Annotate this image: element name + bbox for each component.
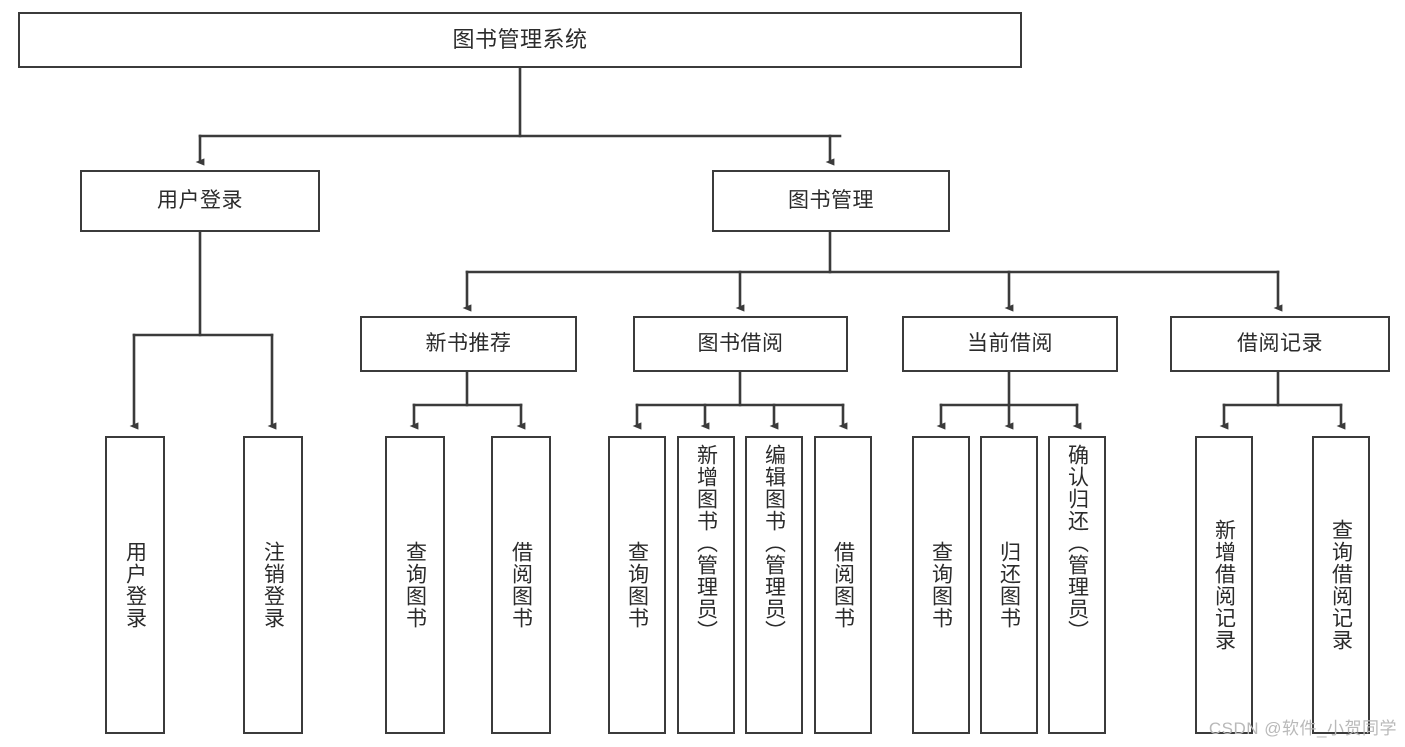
node-label: 查询图书 [929, 541, 953, 629]
node-label: 新增借阅记录 [1212, 519, 1236, 651]
node-root-book-management-system[interactable]: 图书管理系统 [18, 12, 1022, 68]
node-label: 借阅记录 [1237, 331, 1323, 355]
node-user-login[interactable]: 用户登录 [80, 170, 320, 232]
leaf-current-borrow-confirm-return-admin[interactable]: 确认归还（管理员） [1048, 436, 1106, 734]
node-label: 注销登录 [261, 541, 285, 629]
node-label: 借阅图书 [509, 541, 533, 629]
leaf-book-borrow-borrow-book[interactable]: 借阅图书 [814, 436, 872, 734]
leaf-current-borrow-return-book[interactable]: 归还图书 [980, 436, 1038, 734]
leaf-user-login-login[interactable]: 用户登录 [105, 436, 165, 734]
leaf-book-borrow-add-book-admin[interactable]: 新增图书（管理员） [677, 436, 735, 734]
node-new-book-recommend[interactable]: 新书推荐 [360, 316, 577, 372]
node-current-borrow[interactable]: 当前借阅 [902, 316, 1118, 372]
leaf-new-book-borrow-book[interactable]: 借阅图书 [491, 436, 551, 734]
node-label: 当前借阅 [967, 331, 1053, 355]
node-label: 用户登录 [123, 541, 147, 629]
node-label: 查询借阅记录 [1329, 519, 1353, 651]
node-book-borrow[interactable]: 图书借阅 [633, 316, 848, 372]
node-label: 查询图书 [403, 541, 427, 629]
node-label: 查询图书 [625, 541, 649, 629]
node-label: 确认归还（管理员） [1065, 444, 1089, 642]
node-label: 图书借阅 [697, 331, 784, 355]
leaf-current-borrow-query-book[interactable]: 查询图书 [912, 436, 970, 734]
node-label: 图书管理系统 [452, 27, 588, 53]
node-label: 新增图书（管理员） [694, 444, 718, 642]
leaf-borrow-record-query-record[interactable]: 查询借阅记录 [1312, 436, 1370, 734]
node-borrow-record[interactable]: 借阅记录 [1170, 316, 1390, 372]
node-book-management[interactable]: 图书管理 [712, 170, 950, 232]
leaf-book-borrow-query-book[interactable]: 查询图书 [608, 436, 666, 734]
node-label: 图书管理 [788, 188, 874, 212]
node-label: 新书推荐 [425, 331, 512, 355]
node-label: 归还图书 [997, 541, 1021, 629]
node-label: 用户登录 [157, 188, 243, 212]
node-label: 借阅图书 [831, 541, 855, 629]
leaf-book-borrow-edit-book-admin[interactable]: 编辑图书（管理员） [745, 436, 803, 734]
leaf-borrow-record-add-record[interactable]: 新增借阅记录 [1195, 436, 1253, 734]
watermark-csdn: CSDN @软件_小贺同学 [1208, 719, 1397, 738]
node-label: 编辑图书（管理员） [762, 444, 786, 642]
leaf-user-login-logout[interactable]: 注销登录 [243, 436, 303, 734]
leaf-new-book-query-book[interactable]: 查询图书 [385, 436, 445, 734]
